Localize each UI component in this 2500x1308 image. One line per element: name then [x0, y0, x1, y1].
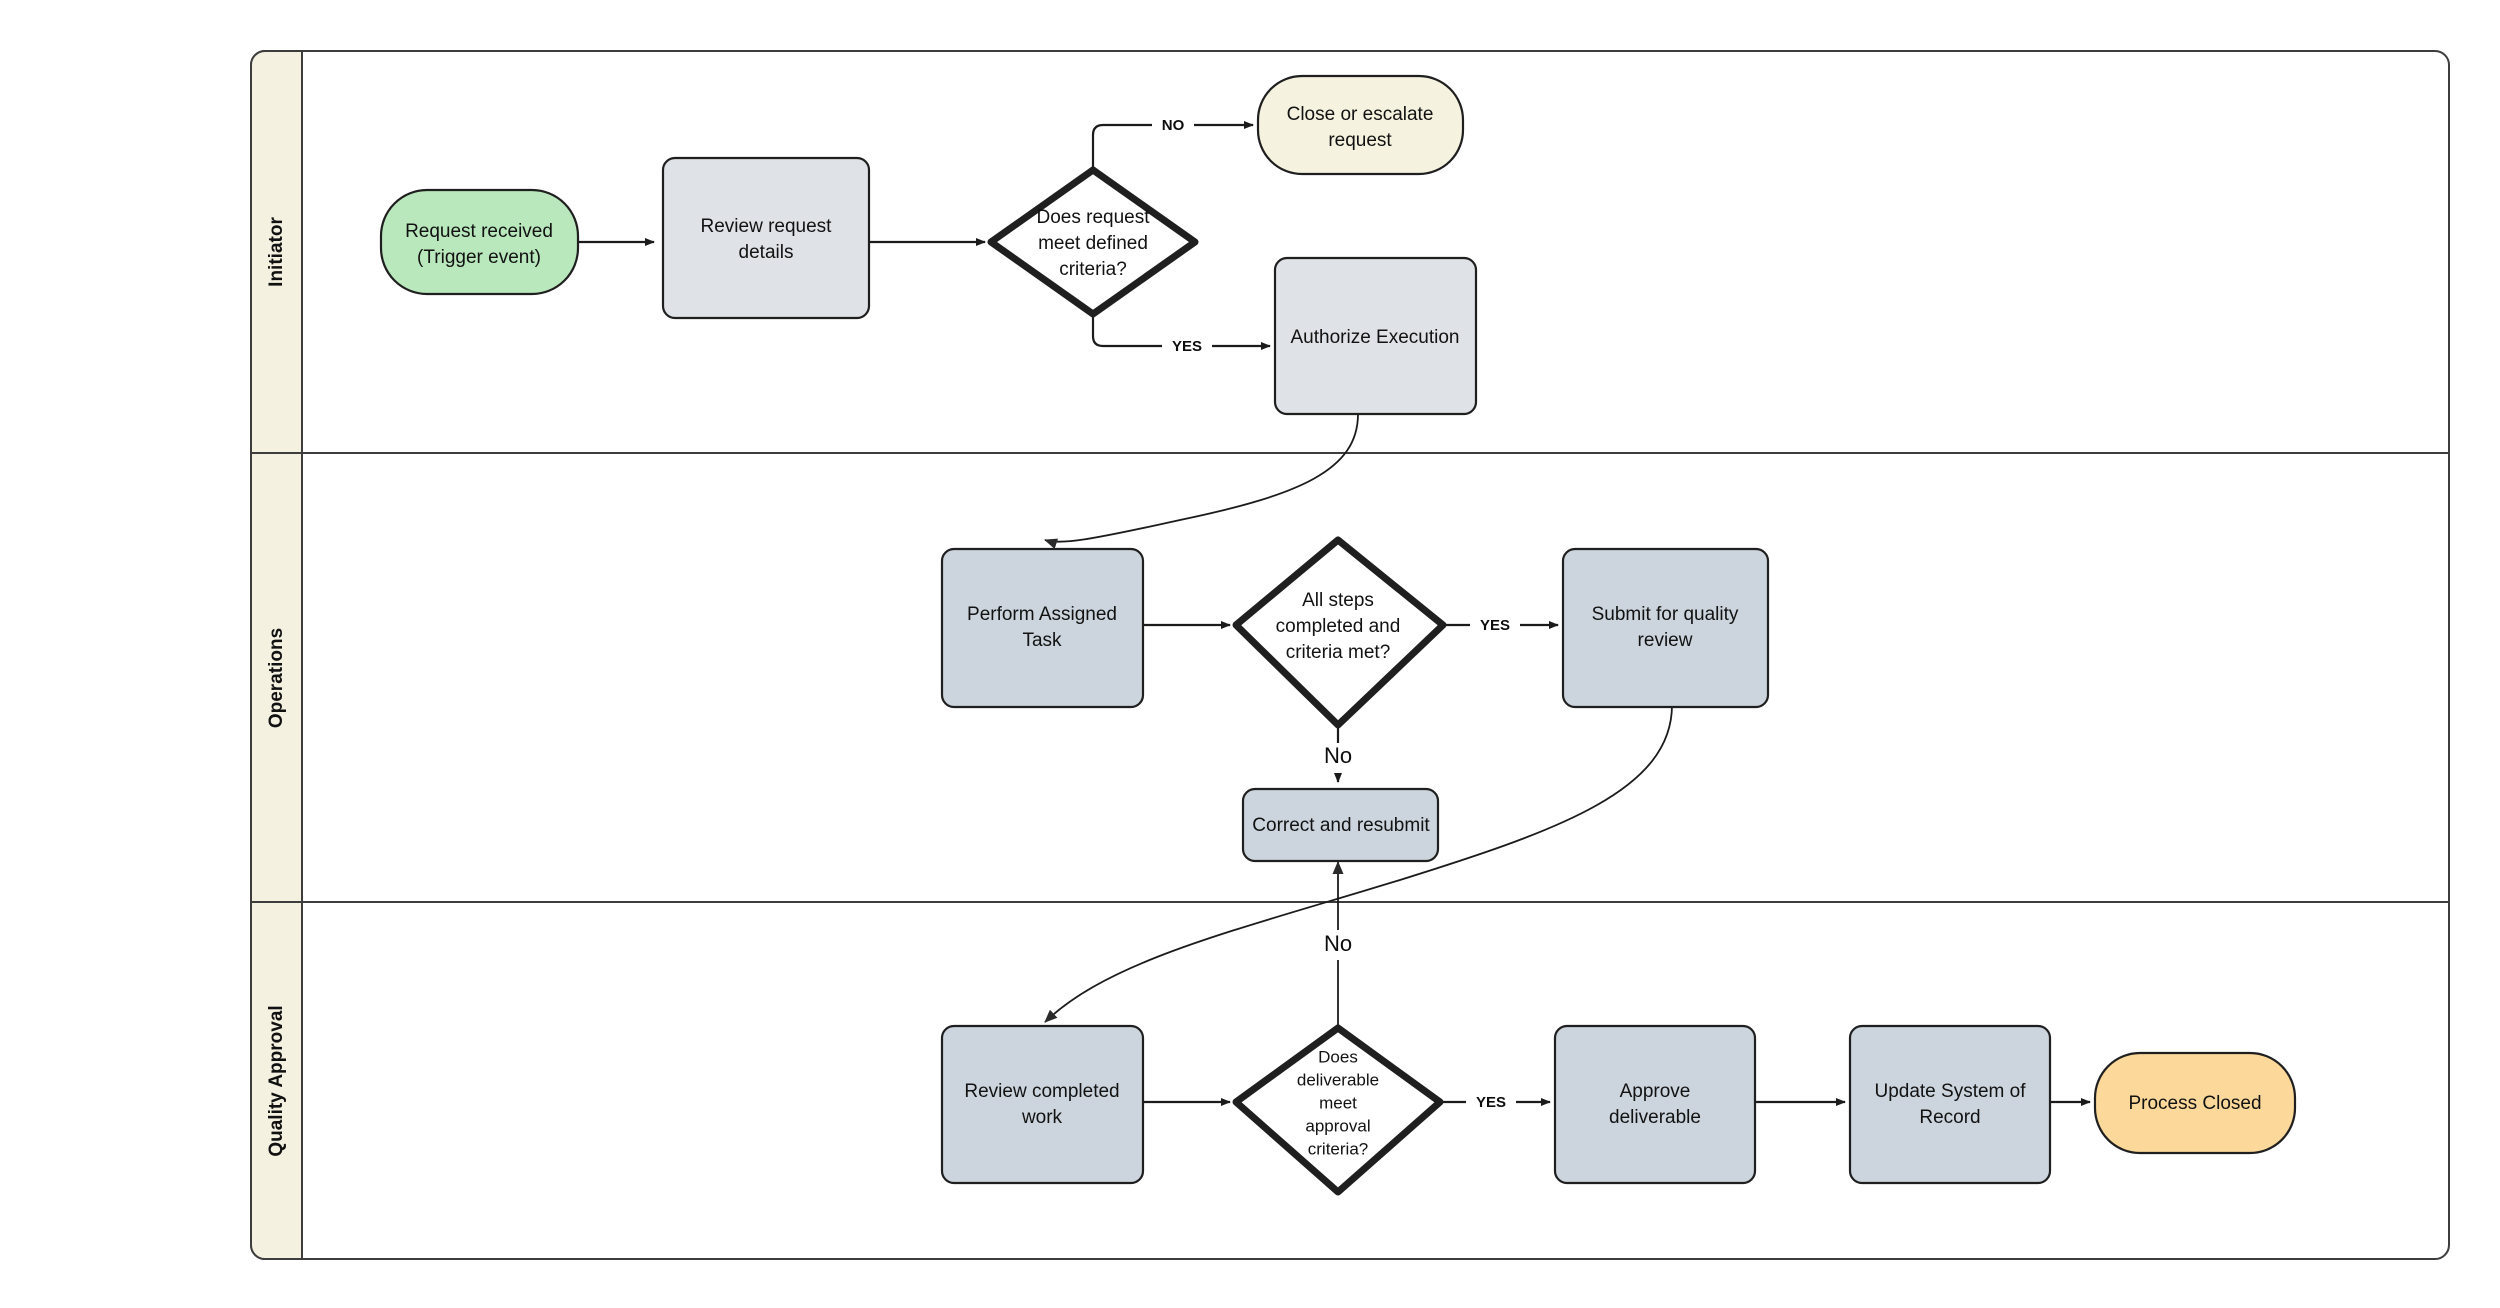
node-approve-deliverable[interactable]: Approve deliverable [1553, 1024, 1757, 1185]
lane-label-quality-approval: Quality Approval [266, 1005, 287, 1156]
submit-for-quality-review-label-line2: review [1638, 630, 1693, 651]
close-or-escalate-label-line2: request [1328, 130, 1392, 151]
process-closed-label: Process Closed [2128, 1093, 2261, 1114]
submit-for-quality-review-label-line1: Submit for quality [1592, 604, 1739, 625]
pool: Initiator Operations Quality Approval [250, 50, 2450, 1260]
review-completed-work-shape[interactable] [940, 1024, 1145, 1185]
lane-header-operations [250, 452, 303, 903]
edge-label-decision3-no: No [1324, 931, 1352, 956]
lane-label-initiator: Initiator [266, 217, 287, 287]
all-steps-completed-shape[interactable] [1232, 536, 1447, 729]
does-deliverable-label-line5: criteria? [1308, 1139, 1368, 1158]
does-deliverable-label-line1: Does [1318, 1047, 1358, 1066]
edge-label-no2-backdrop [1310, 743, 1366, 773]
does-deliverable-meet-approval-shape[interactable] [1232, 1024, 1444, 1196]
node-authorize-execution[interactable]: Authorize Execution [1273, 256, 1478, 416]
edge-authorize-to-perform [1044, 413, 1359, 550]
close-or-escalate-shape[interactable] [1256, 74, 1465, 176]
node-review-request-details[interactable]: Review request details [661, 156, 871, 320]
node-perform-assigned-task[interactable]: Perform Assigned Task [940, 547, 1145, 709]
edge-label-yes2-backdrop [1470, 613, 1520, 637]
does-request-meet-criteria-label-line3: criteria? [1059, 259, 1127, 280]
correct-and-resubmit-label: Correct and resubmit [1252, 815, 1430, 836]
lane-label-operations: Operations [266, 628, 287, 728]
node-submit-for-quality-review[interactable]: Submit for quality review [1561, 547, 1770, 709]
lane-header-initiator [250, 50, 303, 454]
perform-assigned-task-label-line2: Task [1022, 630, 1062, 651]
edge-decision1-yes [1091, 314, 1271, 350]
edge-label-decision1-no: NO [1162, 117, 1185, 134]
request-received-shape[interactable] [379, 188, 580, 296]
node-close-or-escalate[interactable]: Close or escalate request [1256, 74, 1465, 176]
edge-decision1-no [1091, 121, 1254, 170]
node-does-request-meet-criteria[interactable]: Does request meet defined criteria? [987, 166, 1199, 318]
request-received-label-line2: (Trigger event) [417, 247, 541, 268]
process-closed-shape[interactable] [2093, 1051, 2297, 1155]
perform-assigned-task-label-line1: Perform Assigned [967, 604, 1117, 625]
update-system-of-record-label-line2: Record [1919, 1107, 1980, 1128]
submit-for-quality-review-shape[interactable] [1561, 547, 1770, 709]
lane-header-quality-approval [250, 901, 303, 1260]
close-or-escalate-label-line1: Close or escalate [1287, 104, 1434, 125]
edge-label-no3-backdrop [1310, 930, 1366, 960]
edge-label-yes1-backdrop [1162, 334, 1212, 358]
correct-and-resubmit-shape[interactable] [1241, 787, 1440, 863]
does-request-meet-criteria-label-line1: Does request [1036, 207, 1150, 228]
perform-assigned-task-shape[interactable] [940, 547, 1145, 709]
edge-label-decision1-yes: YES [1172, 338, 1202, 355]
authorize-execution-label: Authorize Execution [1291, 327, 1460, 348]
approve-deliverable-shape[interactable] [1553, 1024, 1757, 1185]
does-deliverable-label-line4: approval [1305, 1116, 1370, 1135]
does-request-meet-criteria-label-line2: meet defined [1038, 233, 1148, 254]
does-deliverable-label-line3: meet [1319, 1093, 1357, 1112]
review-request-details-label-line1: Review request [701, 216, 833, 237]
node-correct-and-resubmit[interactable]: Correct and resubmit [1241, 787, 1440, 863]
node-request-received[interactable]: Request received (Trigger event) [379, 188, 580, 296]
node-review-completed-work[interactable]: Review completed work [940, 1024, 1145, 1185]
all-steps-completed-label-line1: All steps [1302, 590, 1374, 611]
review-completed-work-label-line1: Review completed [964, 1081, 1119, 1102]
review-completed-work-label-line2: work [1021, 1107, 1063, 1128]
review-request-details-label-line2: details [739, 242, 794, 263]
review-request-details-shape[interactable] [661, 156, 871, 320]
approve-deliverable-label-line1: Approve [1620, 1081, 1691, 1102]
edge-label-decision3-yes: YES [1476, 1094, 1506, 1111]
node-process-closed[interactable]: Process Closed [2093, 1051, 2297, 1155]
node-all-steps-completed[interactable]: All steps completed and criteria met? [1232, 536, 1447, 729]
edge-label-no1-backdrop [1152, 113, 1194, 137]
authorize-execution-shape[interactable] [1273, 256, 1478, 416]
update-system-of-record-shape[interactable] [1848, 1024, 2052, 1185]
does-request-meet-criteria-shape[interactable] [987, 166, 1199, 318]
approve-deliverable-label-line2: deliverable [1609, 1107, 1701, 1128]
all-steps-completed-label-line3: criteria met? [1286, 642, 1391, 663]
edge-label-decision2-no: No [1324, 743, 1352, 768]
edge-labels: NO YES YES No YES No [1152, 113, 1520, 1114]
request-received-label-line1: Request received [405, 221, 553, 242]
all-steps-completed-label-line2: completed and [1276, 616, 1401, 637]
update-system-of-record-label-line1: Update System of [1874, 1081, 2026, 1102]
edge-submit-to-review-completed [1044, 704, 1673, 1023]
does-deliverable-label-line2: deliverable [1297, 1070, 1379, 1089]
edge-label-yes3-backdrop [1466, 1090, 1516, 1114]
edge-label-decision2-yes: YES [1480, 617, 1510, 634]
node-update-system-of-record[interactable]: Update System of Record [1848, 1024, 2052, 1185]
node-does-deliverable-meet-approval[interactable]: Does deliverable meet approval criteria? [1232, 1024, 1444, 1196]
